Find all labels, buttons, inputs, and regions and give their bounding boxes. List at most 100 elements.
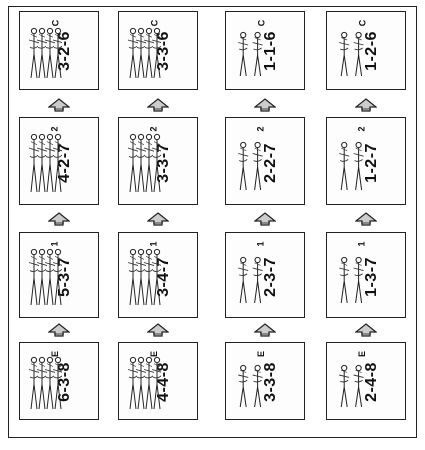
- dancer-figures-icon: [333, 140, 369, 194]
- dancer-figure-icon: [144, 249, 154, 305]
- dancer-figure-icon: [29, 249, 39, 305]
- dancer-figure-icon: [29, 134, 39, 192]
- dancer-figure-icon: [354, 32, 364, 76]
- up-arrow-icon: [48, 212, 70, 226]
- dancer-figure-icon: [136, 134, 146, 192]
- dancer-figure-icon: [253, 32, 263, 76]
- diagram-frame: 3-2-6 C 3-3-6 C 1-1-6 C 1-2-6 C 4-2-7 2 …: [8, 6, 417, 438]
- card: 2-2-7 2: [225, 117, 305, 205]
- dancer-figures-icon: [26, 26, 62, 82]
- dancer-figure-icon: [128, 28, 138, 78]
- card-mark: 1: [256, 241, 266, 246]
- card: 5-3-7 1: [19, 232, 99, 318]
- dancer-figure-icon: [253, 142, 263, 190]
- up-arrow-icon: [355, 323, 377, 337]
- card: 6-3-8 E: [19, 342, 99, 420]
- dancer-figure-icon: [45, 28, 55, 78]
- card-mark: 2: [357, 126, 367, 131]
- dancer-figures-icon: [125, 355, 161, 413]
- card-mark: 2: [50, 126, 60, 131]
- dancer-figure-icon: [339, 32, 349, 76]
- dancer-figure-icon: [53, 28, 62, 78]
- dancer-figure-icon: [339, 257, 349, 303]
- dancer-figure-icon: [37, 249, 47, 305]
- card-mark: 2: [149, 126, 159, 131]
- dancer-figure-icon: [144, 134, 154, 192]
- dancer-figure-icon: [45, 134, 55, 192]
- dancer-figure-icon: [37, 134, 47, 192]
- dancer-figures-icon: [26, 247, 62, 309]
- dancer-figures-icon: [125, 26, 161, 82]
- up-arrow-icon: [147, 212, 169, 226]
- card: 3-3-6 C: [118, 11, 198, 90]
- card: 3-3-8 E: [225, 342, 305, 420]
- dancer-figure-icon: [29, 28, 39, 78]
- dancer-figure-icon: [339, 365, 349, 407]
- dancer-figure-icon: [238, 365, 248, 407]
- dancer-figure-icon: [45, 249, 55, 305]
- card: 2-3-7 1: [225, 232, 305, 318]
- card: 3-4-7 1: [118, 232, 198, 318]
- card-mark: 1: [149, 241, 159, 246]
- dancer-figure-icon: [152, 134, 161, 192]
- card-mark: C: [357, 20, 367, 27]
- dancer-figures-icon: [333, 30, 369, 80]
- dancer-figure-icon: [253, 365, 263, 407]
- up-arrow-icon: [48, 323, 70, 337]
- card: 1-1-6 C: [225, 11, 305, 90]
- dancer-figures-icon: [26, 132, 62, 196]
- dancer-figure-icon: [238, 257, 248, 303]
- dancer-figure-icon: [253, 257, 263, 303]
- card-mark: 1: [50, 241, 60, 246]
- dancer-figures-icon: [333, 363, 369, 411]
- dancer-figure-icon: [37, 357, 47, 409]
- dancer-figures-icon: [125, 247, 161, 309]
- dancer-figures-icon: [232, 140, 268, 194]
- card-mark: E: [256, 351, 266, 357]
- dancer-figure-icon: [152, 357, 161, 409]
- card-mark: C: [256, 20, 266, 27]
- card-mark: 1: [357, 241, 367, 246]
- dancer-figure-icon: [144, 28, 154, 78]
- dancer-figure-icon: [53, 134, 62, 192]
- dancer-figures-icon: [333, 255, 369, 307]
- dancer-figure-icon: [29, 357, 39, 409]
- card-mark: 2: [256, 126, 266, 131]
- card: 4-2-7 2: [19, 117, 99, 205]
- dancer-figures-icon: [232, 255, 268, 307]
- dancer-figure-icon: [128, 357, 138, 409]
- dancer-figures-icon: [26, 355, 62, 413]
- card: 1-3-7 1: [326, 232, 406, 318]
- dancer-figure-icon: [128, 134, 138, 192]
- dancer-figure-icon: [339, 142, 349, 190]
- dancer-figure-icon: [136, 357, 146, 409]
- dancer-figure-icon: [128, 249, 138, 305]
- dancer-figure-icon: [152, 249, 161, 305]
- card: 1-2-7 2: [326, 117, 406, 205]
- up-arrow-icon: [355, 212, 377, 226]
- dancer-figure-icon: [354, 142, 364, 190]
- dancer-figure-icon: [152, 28, 161, 78]
- dancer-figure-icon: [53, 357, 62, 409]
- dancer-figures-icon: [232, 30, 268, 80]
- dancer-figure-icon: [136, 28, 146, 78]
- dancer-figure-icon: [238, 32, 248, 76]
- card: 1-2-6 C: [326, 11, 406, 90]
- dancer-figures-icon: [232, 363, 268, 411]
- up-arrow-icon: [147, 98, 169, 112]
- up-arrow-icon: [254, 98, 276, 112]
- card: 2-4-8 E: [326, 342, 406, 420]
- dancer-figure-icon: [45, 357, 55, 409]
- dancer-figure-icon: [37, 28, 47, 78]
- dancer-figure-icon: [238, 142, 248, 190]
- up-arrow-icon: [254, 323, 276, 337]
- card: 3-3-7 2: [118, 117, 198, 205]
- card: 4-4-8 E: [118, 342, 198, 420]
- dancer-figure-icon: [53, 249, 62, 305]
- up-arrow-icon: [254, 212, 276, 226]
- card: 3-2-6 C: [19, 11, 99, 90]
- up-arrow-icon: [147, 323, 169, 337]
- dancer-figure-icon: [144, 357, 154, 409]
- up-arrow-icon: [48, 98, 70, 112]
- dancer-figures-icon: [125, 132, 161, 196]
